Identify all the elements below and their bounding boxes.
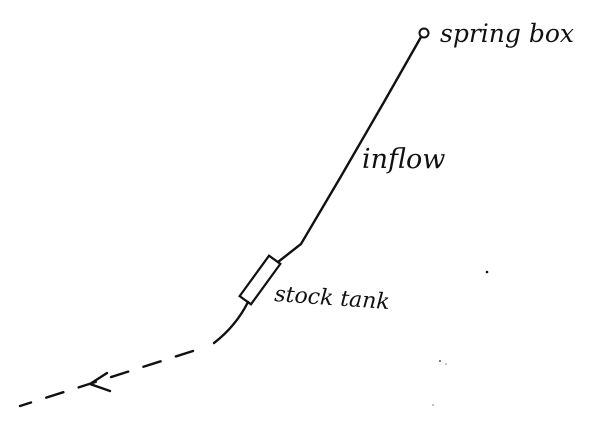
arrow-head-icon xyxy=(88,371,112,393)
speck-mark xyxy=(432,404,434,406)
speck-mark xyxy=(445,363,447,365)
speck-mark xyxy=(485,270,489,274)
speck-mark xyxy=(439,360,441,362)
overflow-dashed-line xyxy=(18,349,195,408)
spring-box-marker xyxy=(418,27,430,39)
inflow-line xyxy=(276,35,423,264)
inflow-label: inflow xyxy=(362,144,445,175)
outflow-line xyxy=(212,300,250,345)
stock-tank-label: stock tank xyxy=(274,282,391,315)
spring-box-label: spring box xyxy=(440,19,574,48)
stock-tank-rect xyxy=(238,254,282,306)
